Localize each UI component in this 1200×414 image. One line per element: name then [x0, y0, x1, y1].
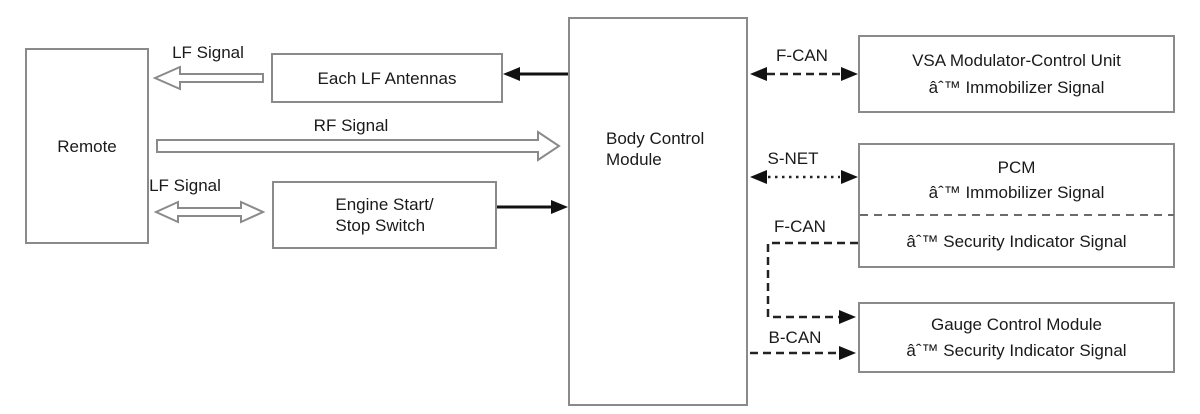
node-bcm-label-line1: Body Control [606, 129, 705, 148]
label-f-can-top: F-CAN [776, 46, 828, 65]
node-vsa-title: VSA Modulator-Control Unit [912, 51, 1121, 70]
node-pcm: PCM âˆ™ Immobilizer Signal âˆ™ Security … [858, 143, 1175, 268]
label-rf-signal: RF Signal [313, 116, 389, 135]
f-can-bottom-bus [766, 241, 858, 324]
engine-to-bcm-arrow [497, 200, 568, 214]
f-can-top-bus [750, 67, 858, 81]
lf-top-arrow [152, 65, 264, 91]
bcm-to-antennas-arrow [503, 67, 568, 81]
node-pcm-subtitle: âˆ™ Immobilizer Signal [928, 183, 1105, 202]
label-f-can-bottom: F-CAN [774, 217, 826, 236]
node-engine-label-line1: Engine Start/ [335, 195, 434, 214]
node-engine-start-stop-switch: Engine Start/ Stop Switch [272, 181, 497, 249]
node-body-control-module: Body Control Module [568, 17, 748, 406]
node-pcm-title: PCM [997, 158, 1036, 177]
label-lf-signal-top: LF Signal [172, 43, 244, 62]
node-pcm-section-security: âˆ™ Security Indicator Signal [860, 217, 1173, 266]
b-can-bus [750, 346, 856, 360]
node-vsa-modulator-control-unit: VSA Modulator-Control Unit âˆ™ Immobiliz… [858, 35, 1175, 113]
node-each-lf-antennas: Each LF Antennas [271, 53, 503, 103]
node-bcm-label-line2: Module [606, 150, 662, 169]
node-pcm-section2-label: âˆ™ Security Indicator Signal [906, 231, 1127, 251]
node-remote-label: Remote [57, 136, 117, 156]
label-s-net: S-NET [767, 149, 819, 168]
rf-signal-arrow [156, 130, 561, 162]
node-gauge-control-module: Gauge Control Module âˆ™ Security Indica… [858, 302, 1175, 373]
node-gauge-subtitle: âˆ™ Security Indicator Signal [906, 340, 1127, 360]
node-remote: Remote [25, 48, 149, 244]
node-pcm-section-immobilizer: PCM âˆ™ Immobilizer Signal [860, 145, 1173, 215]
s-net-bus [750, 170, 858, 184]
node-gauge-title: Gauge Control Module [930, 314, 1103, 334]
lf-bottom-double-arrow [153, 200, 266, 224]
node-each-lf-antennas-label: Each LF Antennas [317, 68, 457, 88]
label-b-can: B-CAN [768, 328, 822, 347]
label-lf-signal-bottom: LF Signal [149, 176, 221, 195]
node-vsa-subtitle: âˆ™ Immobilizer Signal [928, 78, 1105, 97]
node-engine-label-line2: Stop Switch [335, 216, 426, 235]
